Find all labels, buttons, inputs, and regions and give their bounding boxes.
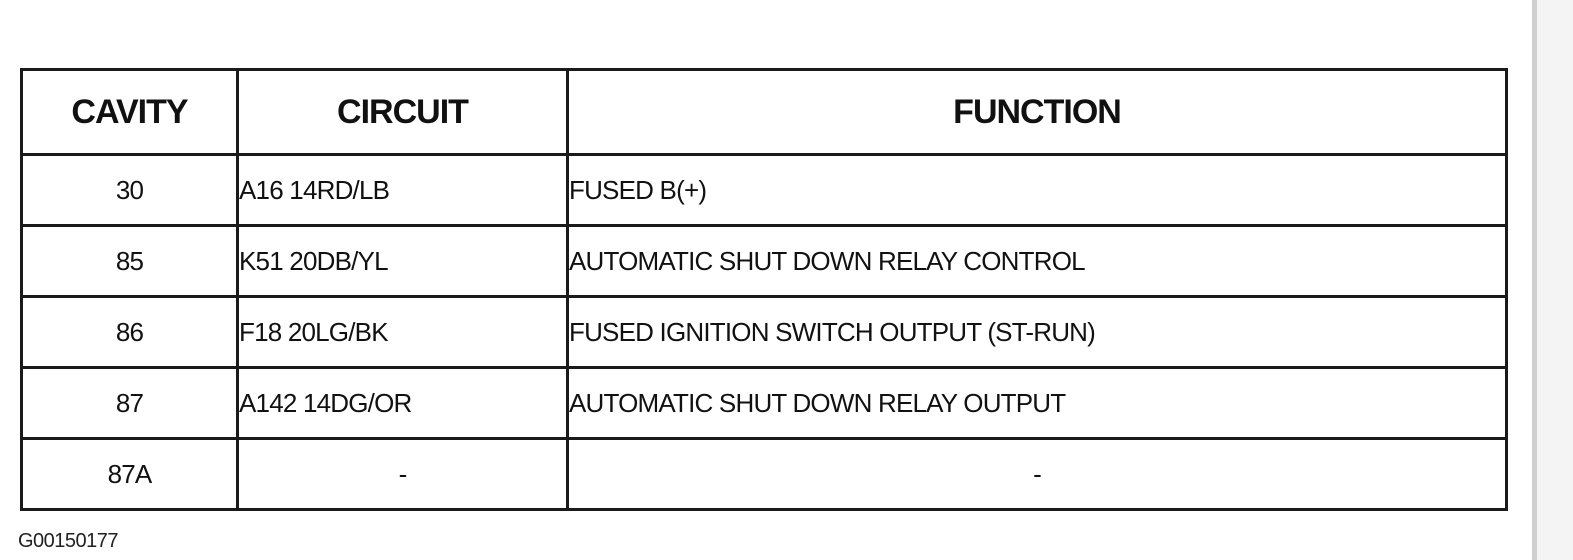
function-cell: AUTOMATIC SHUT DOWN RELAY CONTROL xyxy=(566,224,1508,298)
cavity-cell: 87A xyxy=(20,437,239,511)
column-header-function: FUNCTION xyxy=(566,68,1508,156)
pinout-table: CAVITY CIRCUIT FUNCTION 30 A16 14RD/LB F… xyxy=(20,68,1508,511)
table-row: 86 F18 20LG/BK FUSED IGNITION SWITCH OUT… xyxy=(20,295,1508,369)
circuit-cell: A16 14RD/LB xyxy=(236,153,569,227)
cavity-cell: 87 xyxy=(20,366,239,440)
circuit-cell: F18 20LG/BK xyxy=(236,295,569,369)
column-header-cavity: CAVITY xyxy=(20,68,239,156)
circuit-cell: K51 20DB/YL xyxy=(236,224,569,298)
figure-id-label: G00150177 xyxy=(18,530,119,552)
page-edge-rule xyxy=(1532,0,1537,560)
column-header-circuit: CIRCUIT xyxy=(236,68,569,156)
function-cell: - xyxy=(566,437,1508,511)
circuit-cell: - xyxy=(236,437,569,511)
cavity-cell: 30 xyxy=(20,153,239,227)
cavity-cell: 86 xyxy=(20,295,239,369)
circuit-cell: A142 14DG/OR xyxy=(236,366,569,440)
table-row: 87A - - xyxy=(20,437,1508,511)
function-cell: FUSED B(+) xyxy=(566,153,1508,227)
table-header-row: CAVITY CIRCUIT FUNCTION xyxy=(20,68,1508,156)
cavity-cell: 85 xyxy=(20,224,239,298)
table-row: 30 A16 14RD/LB FUSED B(+) xyxy=(20,153,1508,227)
function-cell: FUSED IGNITION SWITCH OUTPUT (ST-RUN) xyxy=(566,295,1508,369)
function-cell: AUTOMATIC SHUT DOWN RELAY OUTPUT xyxy=(566,366,1508,440)
table-row: 87 A142 14DG/OR AUTOMATIC SHUT DOWN RELA… xyxy=(20,366,1508,440)
page-edge-strip xyxy=(1537,0,1573,560)
table-row: 85 K51 20DB/YL AUTOMATIC SHUT DOWN RELAY… xyxy=(20,224,1508,298)
